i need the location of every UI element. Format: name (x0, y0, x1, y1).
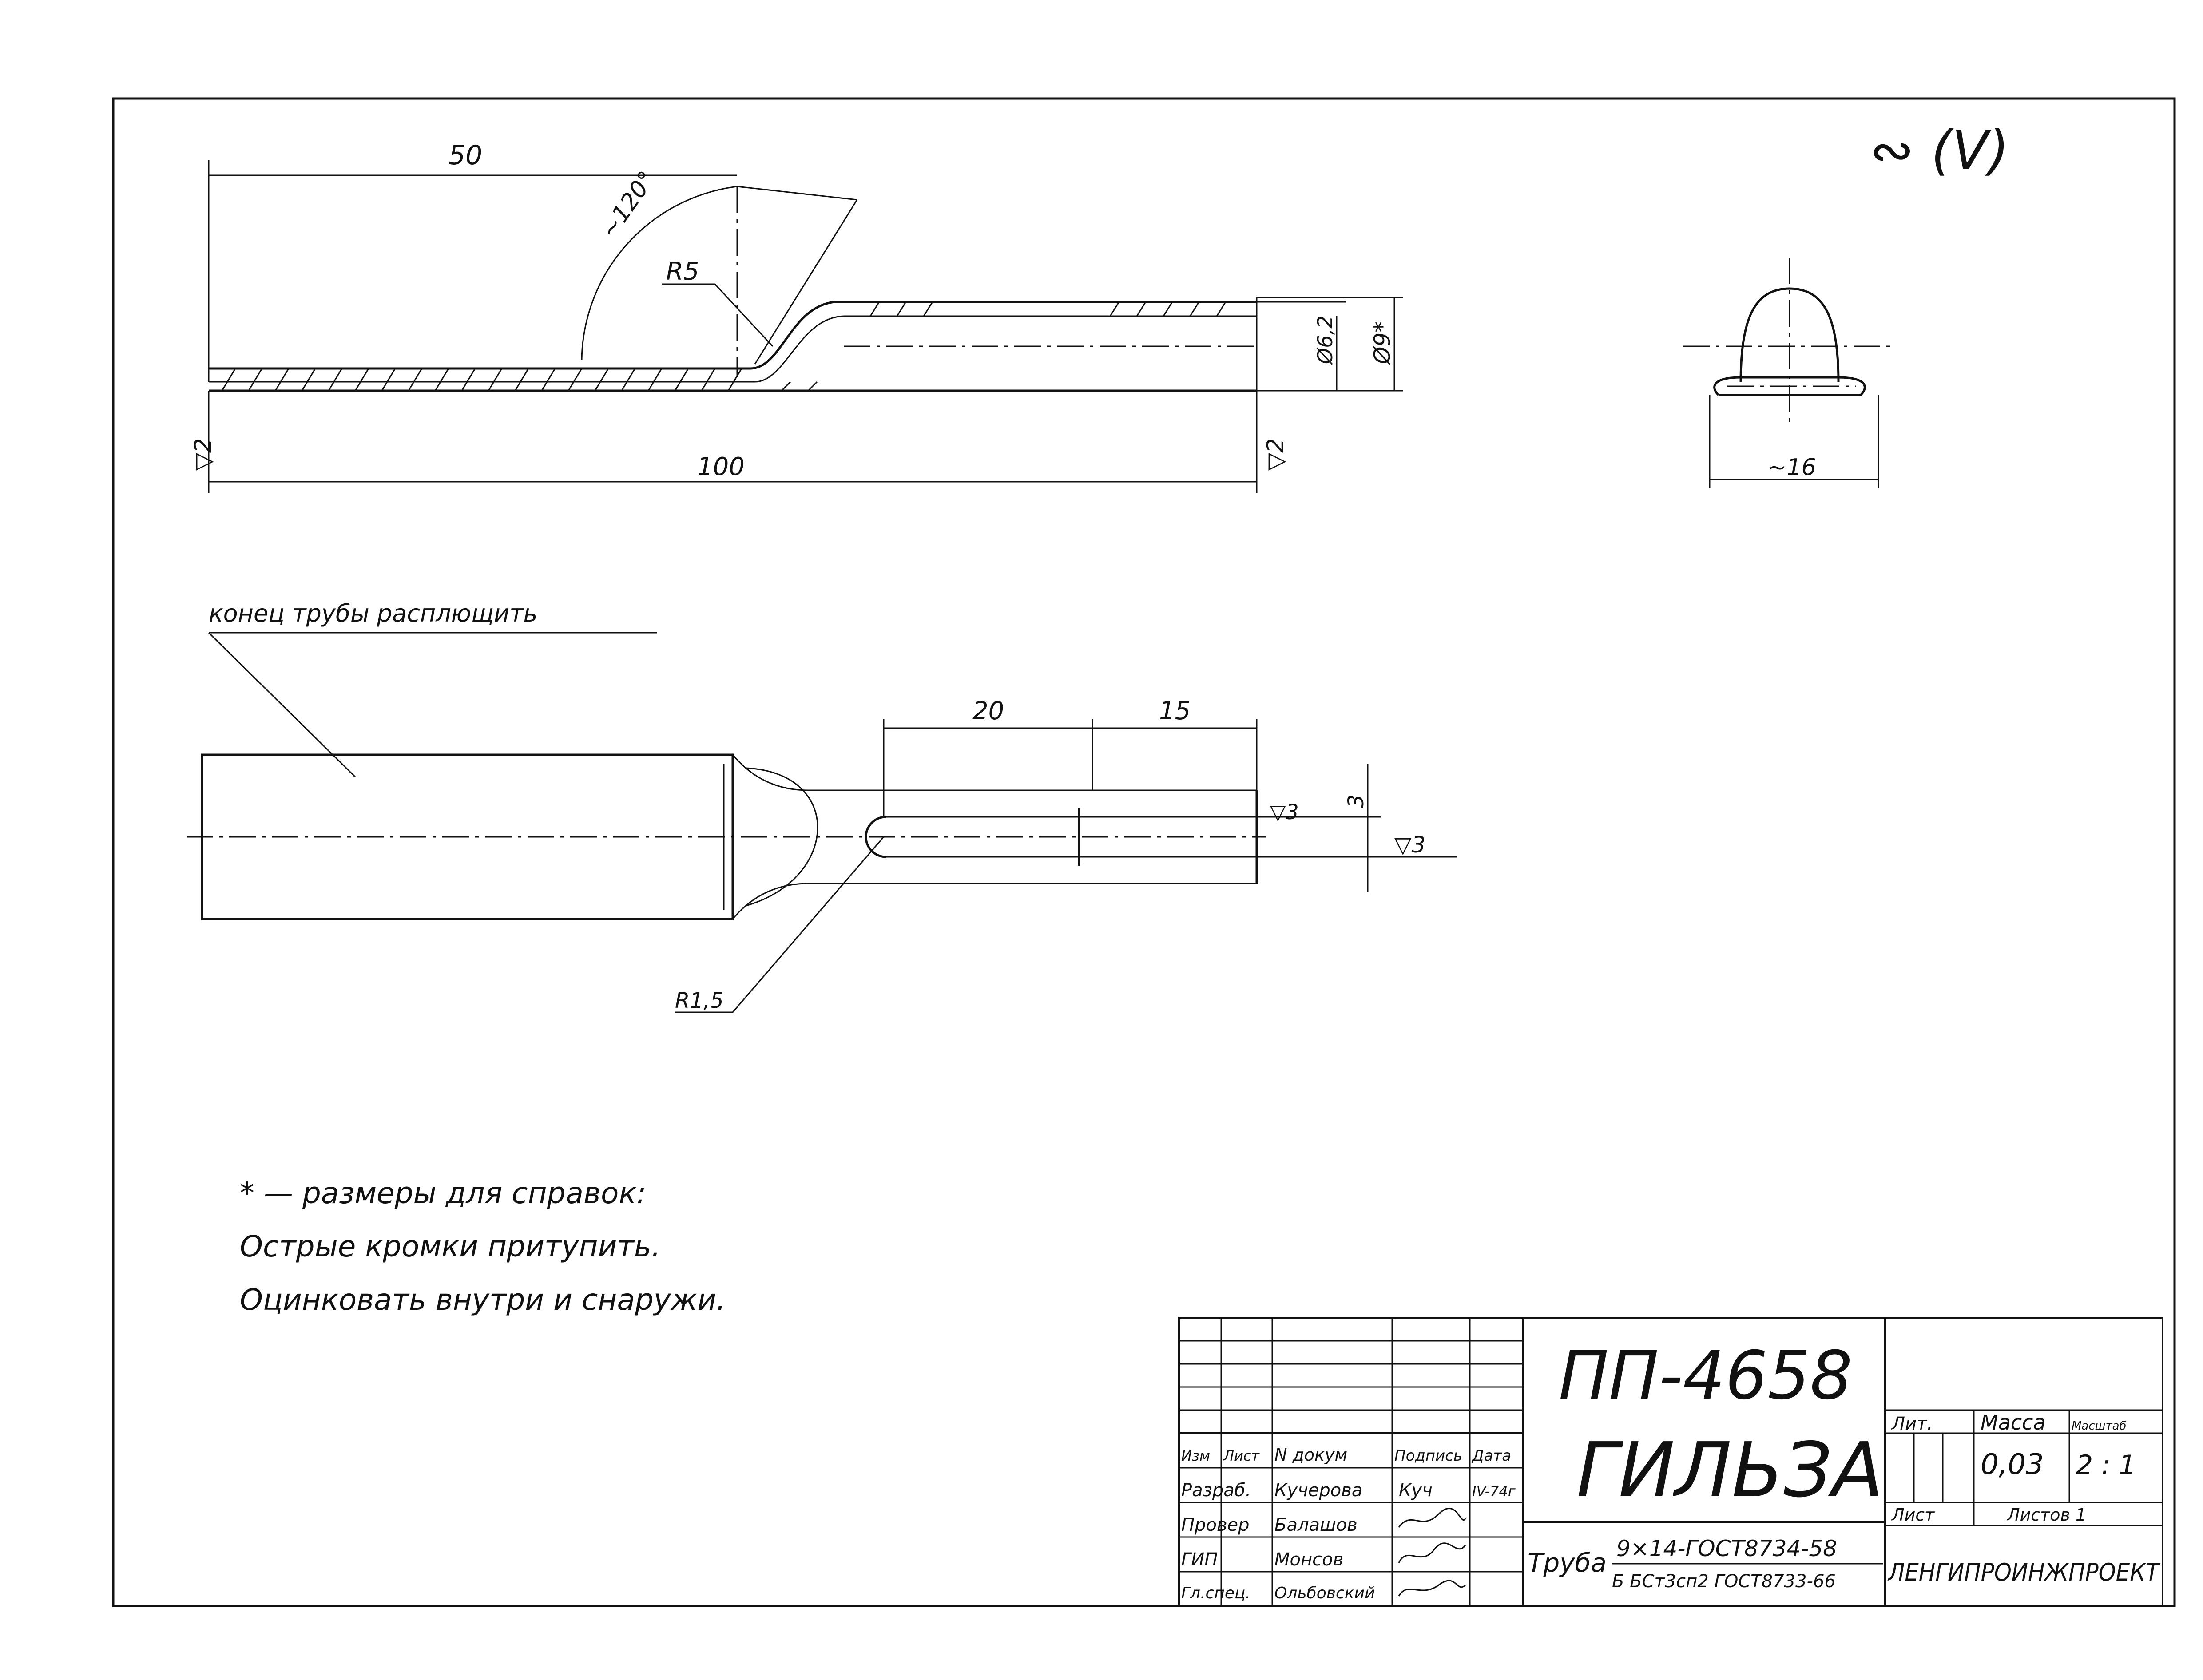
row-role-1: Провер (1181, 1515, 1250, 1535)
roughness-right: ▽2 (1262, 438, 1289, 471)
dia-outer: Ø9* (1369, 321, 1395, 365)
scale-label: Масштаб (2072, 1419, 2127, 1433)
dia-inner: Ø6,2 (1313, 316, 1337, 365)
dim-3: 3 (1344, 794, 1369, 808)
row-name-1: Балашов (1274, 1515, 1358, 1535)
row-role-3: Гл.спец. (1181, 1584, 1250, 1602)
dim-50: 50 (449, 140, 482, 171)
lit-label: Лит. (1891, 1414, 1933, 1434)
dim-100: 100 (697, 452, 745, 481)
hdr-date: Дата (1471, 1447, 1511, 1465)
dim-20: 20 (972, 697, 1004, 725)
mass-label: Масса (1981, 1411, 2046, 1434)
row-date-0: IV-74г (1472, 1483, 1516, 1500)
material-prefix: Труба (1528, 1548, 1607, 1578)
dim-15: 15 (1159, 697, 1191, 725)
roughness-left: ▽2 (190, 438, 217, 471)
doc-number: ПП-4658 (1559, 1337, 1852, 1415)
note-1: * — размеры для справок: (240, 1176, 646, 1210)
hdr-izm: Изм (1181, 1447, 1210, 1464)
organization: ЛЕНГИПРОИНЖПРОЕКТ (1887, 1558, 2161, 1586)
radius-r5: R5 (666, 257, 699, 286)
roughness-3b: ▽3 (1394, 832, 1425, 858)
roughness-3a: ▽3 (1270, 800, 1299, 824)
finish-symbol: ∾ (V) (1870, 120, 2009, 182)
signature-3 (1398, 1580, 1466, 1597)
sheets-label: Листов 1 (2006, 1505, 2086, 1525)
section-view: ~16 (1683, 258, 1896, 488)
signature-1 (1398, 1507, 1466, 1528)
mass-value: 0,03 (1981, 1448, 2044, 1481)
row-sign-0: Куч (1399, 1480, 1433, 1501)
sheet-label: Лист (1891, 1505, 1935, 1525)
title-block: Изм Лист N докум Подпись Дата Разраб. Ку… (1178, 1317, 2163, 1607)
signature-2 (1398, 1542, 1466, 1563)
row-role-0: Разраб. (1181, 1480, 1251, 1501)
sheet-frame (112, 97, 2176, 1607)
hdr-list: Лист (1223, 1447, 1260, 1464)
dim-16: ~16 (1767, 454, 1816, 481)
material-top: 9×14-ГОСТ8734-58 (1616, 1536, 1837, 1561)
row-name-3: Ольбовский (1274, 1584, 1375, 1602)
part-name: ГИЛЬЗА (1576, 1426, 1884, 1514)
note-2: Острые кромки притупить. (240, 1229, 661, 1264)
flatten-note: конец трубы расплющить (209, 599, 537, 627)
hdr-ndoc: N докум (1274, 1445, 1347, 1465)
material-bottom: Б БСт3сп2 ГОСТ8733-66 (1612, 1571, 1836, 1592)
top-view: 50 ~120° R5 (190, 140, 1403, 493)
angle-120: ~120° (595, 166, 660, 243)
note-3: Оцинковать внутри и снаружи. (240, 1283, 726, 1317)
radius-r15: R1,5 (675, 988, 724, 1013)
plan-view: конец трубы расплющить 20 15 3 ▽3 ▽3 R1,… (187, 599, 1457, 1013)
scale-value: 2 : 1 (2076, 1450, 2136, 1481)
row-name-0: Кучерова (1274, 1480, 1362, 1501)
hdr-sign: Подпись (1394, 1447, 1462, 1465)
row-name-2: Монсов (1274, 1549, 1343, 1570)
row-role-2: ГИП (1181, 1549, 1218, 1570)
notes: * — размеры для справок: Острые кромки п… (240, 1176, 726, 1317)
